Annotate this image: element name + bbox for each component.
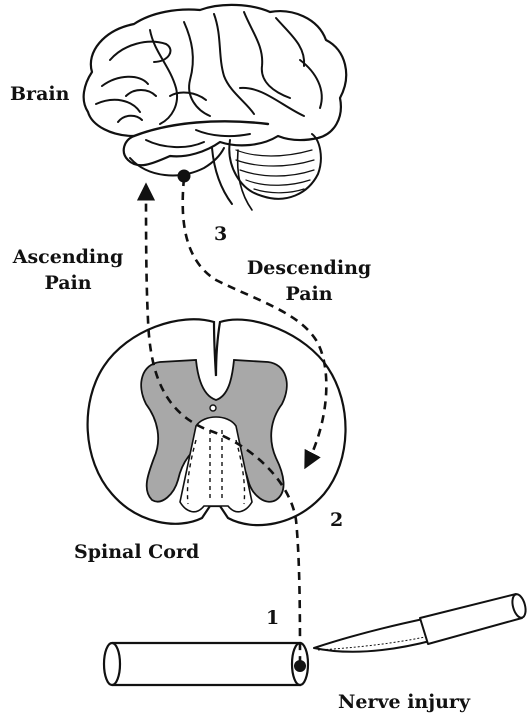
descending-pain-label-line1: Descending	[240, 256, 378, 282]
ascending-pain-label-line2: Pain	[8, 271, 128, 297]
brain-label: Brain	[10, 82, 69, 108]
brain-illustration	[84, 5, 347, 210]
injury-point	[294, 660, 306, 672]
spinal-cord-illustration	[88, 319, 346, 525]
ascending-pain-label-line1: Ascending	[8, 245, 128, 271]
scalpel-illustration	[314, 593, 528, 652]
ascending-pain-label: Ascending Pain	[8, 245, 128, 296]
step-1-label: 1	[266, 606, 279, 632]
nerve-illustration	[104, 643, 308, 685]
spinal-cord-label: Spinal Cord	[74, 540, 199, 566]
nerve-injury-label: Nerve injury	[338, 690, 470, 716]
brain-origin-point	[178, 170, 191, 183]
descending-pain-label: Descending Pain	[240, 256, 378, 307]
descending-pain-label-line2: Pain	[240, 282, 378, 308]
step-2-label: 2	[330, 508, 343, 534]
central-canal	[210, 405, 216, 411]
step-3-label: 3	[214, 222, 227, 248]
